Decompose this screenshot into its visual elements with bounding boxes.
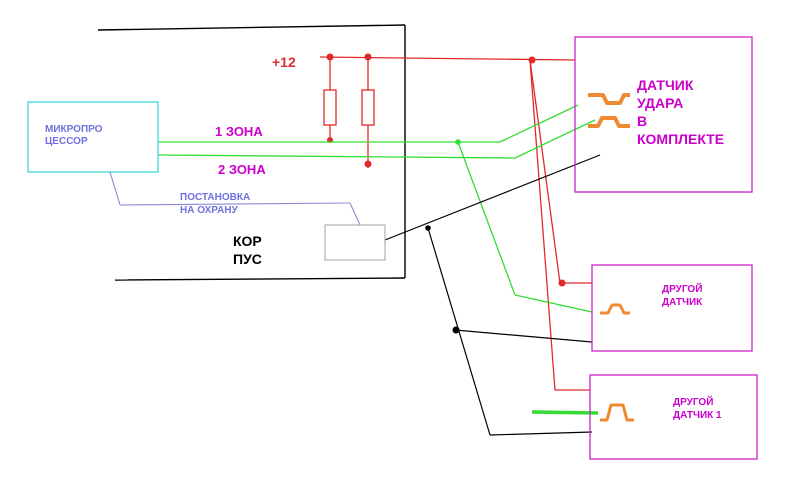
shock-sensor-box: [574, 36, 753, 193]
other-sensor-icon: [600, 303, 630, 315]
zone1-label: 1 ЗОНА: [215, 124, 263, 139]
shock-sensor-label-2: УДАРА: [637, 95, 683, 111]
other-sensor-1-box: [589, 374, 758, 460]
shock-sensor-icon-1: [588, 93, 630, 105]
arming-label-2: НА ОХРАНУ: [180, 205, 239, 216]
other-sensor-label-1: ДРУГОЙ: [662, 282, 702, 295]
arming-wiring: [109, 171, 361, 226]
kor-label: КОР: [233, 233, 262, 249]
control-unit-housing: [97, 24, 406, 281]
shock-sensor-label-4: КОМПЛЕКТЕ: [637, 131, 724, 147]
other-sensor-1-icon: [600, 403, 634, 422]
microprocessor-label-2: ЦЕССОР: [45, 136, 88, 147]
ground-junctions: [425, 225, 460, 334]
other-sensor-box: [591, 264, 753, 352]
ground-wiring: [384, 154, 601, 436]
kor-box: [324, 224, 386, 261]
other-sensor-1-label-2: ДАТЧИК 1: [673, 410, 722, 421]
shock-sensor-label-3: В: [637, 113, 647, 129]
zone2-label: 2 ЗОНА: [218, 162, 266, 177]
green-stub-wire: [531, 410, 599, 415]
power-wiring: [319, 56, 592, 391]
microprocessor-box: [27, 101, 159, 173]
shock-sensor-icon-2: [588, 116, 630, 128]
zone-junction: [455, 139, 461, 145]
plus12-label: +12: [272, 54, 296, 70]
microprocessor-label-1: МИКРОПРО: [45, 124, 103, 135]
zone-wiring: [157, 104, 596, 313]
arming-label-1: ПОСТАНОВКА: [180, 192, 250, 203]
other-sensor-1-label-1: ДРУГОЙ: [673, 395, 713, 408]
other-sensor-label-2: ДАТЧИК: [662, 297, 703, 308]
pus-label: ПУС: [233, 251, 262, 267]
resistor-1: [323, 89, 337, 126]
resistor-2: [361, 89, 375, 126]
shock-sensor-label-1: ДАТЧИК: [637, 77, 694, 93]
